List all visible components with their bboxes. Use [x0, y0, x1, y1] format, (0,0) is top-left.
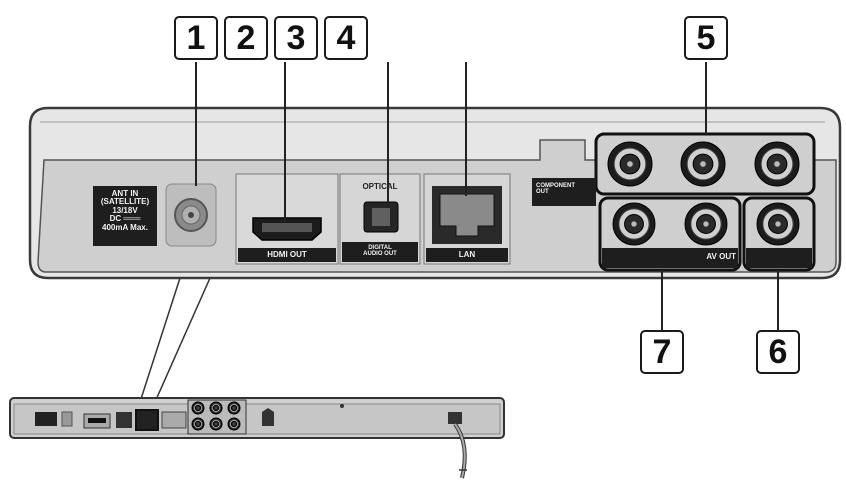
zoom-funnel [139, 277, 211, 403]
rca-jack-icon [680, 141, 726, 187]
callout-7: 7 [640, 330, 684, 374]
callout-6: 6 [756, 330, 800, 374]
component-out-label: COMPONENT OUT [532, 183, 600, 196]
rca-jack-icon [607, 141, 653, 187]
unit-screw [340, 404, 344, 408]
lan-label: LAN [458, 250, 476, 259]
antenna-label-line: 400mA Max. [102, 222, 148, 232]
digital-audio-out-label: DIGITAL AUDIO OUT [342, 245, 418, 258]
unit-hdmi-slot [88, 418, 106, 423]
unit-lan [135, 409, 159, 431]
antenna-label: ANT IN (SATELLITE) 13/18V DC ═══ 400mA M… [93, 189, 157, 232]
rca-jack-icon [209, 401, 223, 415]
rca-jacks [607, 141, 800, 246]
callout-5: 5 [684, 16, 728, 60]
rca-jack-icon [612, 202, 656, 246]
rca-jack-icon [756, 202, 800, 246]
rca-jack-icon [209, 417, 223, 431]
antenna-label-line: DC ═══ [109, 214, 141, 224]
rca-jack-icon [191, 417, 205, 431]
antenna-label-line: ANT IN [111, 189, 139, 198]
optical-label: OPTICAL [362, 182, 398, 191]
rca-jack-icon [684, 202, 728, 246]
callout-2: 2 [224, 16, 268, 60]
hdmi-label-bar [238, 248, 336, 262]
lan-label-bar [426, 248, 508, 262]
unit-antenna-plate [35, 412, 57, 426]
digital-audio-out-line: DIGITAL [368, 245, 392, 251]
rca-jack-icon [227, 401, 241, 415]
antenna-label-plate [93, 186, 157, 246]
component-out-label-plate [532, 178, 596, 206]
leader-lines [195, 62, 779, 330]
av-out-label-bar [602, 248, 738, 268]
callout-1: 1 [174, 16, 218, 60]
rca-jack-icon [227, 417, 241, 431]
unit-antenna [61, 411, 73, 427]
antenna-label-line: 13/18V [112, 205, 138, 215]
optical-port-shutter [372, 208, 390, 226]
video-out-label-bar [746, 248, 812, 268]
antenna-label-line: (SATELLITE) [100, 197, 150, 207]
hdmi-port-slot [262, 223, 312, 232]
ethernet-port-icon [439, 193, 495, 237]
rca-jack-icon [191, 401, 205, 415]
component-out-line: OUT [536, 189, 549, 196]
unit-rca-jacks [191, 401, 241, 431]
unit-fan-vent [262, 408, 274, 426]
callout-3: 3 [274, 16, 318, 60]
digital-audio-out-line: AUDIO OUT [363, 251, 397, 258]
power-cord-icon [448, 412, 467, 479]
antenna-connector [165, 183, 217, 247]
hdmi-out-label: HDMI OUT [267, 250, 307, 259]
optical-label-bar [342, 242, 418, 262]
component-out-line: COMPONENT [536, 183, 575, 189]
av-out-label: AV OUT [706, 252, 736, 261]
unit-usb [161, 411, 187, 429]
unit-optical [116, 412, 132, 428]
rca-jack-icon [754, 141, 800, 187]
callout-4: 4 [324, 16, 368, 60]
